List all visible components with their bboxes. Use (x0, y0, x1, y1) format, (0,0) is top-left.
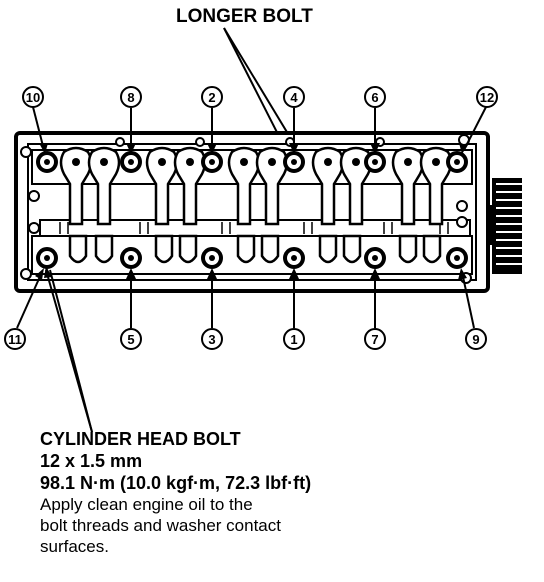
head-bolt-spec: CYLINDER HEAD BOLT 12 x 1.5 mm 98.1 N·m … (40, 428, 520, 557)
camshaft-gear (484, 178, 522, 274)
seq-label-8: 8 (127, 90, 134, 105)
sequence-labels-bottom (16, 271, 475, 329)
seq-label-7: 7 (371, 332, 378, 347)
seq-label-6: 6 (371, 90, 378, 105)
seq-label-2: 2 (208, 90, 215, 105)
spec-torque: 98.1 N·m (10.0 kgf·m, 72.3 lbf·ft) (40, 473, 312, 493)
seq-label-10: 10 (26, 90, 40, 105)
cylinder-head (14, 131, 490, 293)
longer-bolt-label: LONGER BOLT (176, 6, 313, 27)
seq-label-1: 1 (290, 332, 297, 347)
seq-label-5: 5 (127, 332, 134, 347)
head-bolts (36, 151, 468, 269)
spec-heading: CYLINDER HEAD BOLT (40, 429, 241, 449)
spec-note-line-3: surfaces. (40, 537, 109, 556)
seq-label-3: 3 (208, 332, 215, 347)
spec-size: 12 x 1.5 mm (40, 451, 143, 471)
spec-note-line-2: bolt threads and washer contact (40, 516, 281, 535)
seq-label-4: 4 (290, 90, 298, 105)
seq-label-11: 11 (8, 332, 22, 347)
spec-note-line-1: Apply clean engine oil to the (40, 495, 253, 514)
head-bolt-leader-b (49, 269, 93, 433)
seq-label-9: 9 (472, 332, 479, 347)
seq-label-12: 12 (480, 90, 494, 105)
